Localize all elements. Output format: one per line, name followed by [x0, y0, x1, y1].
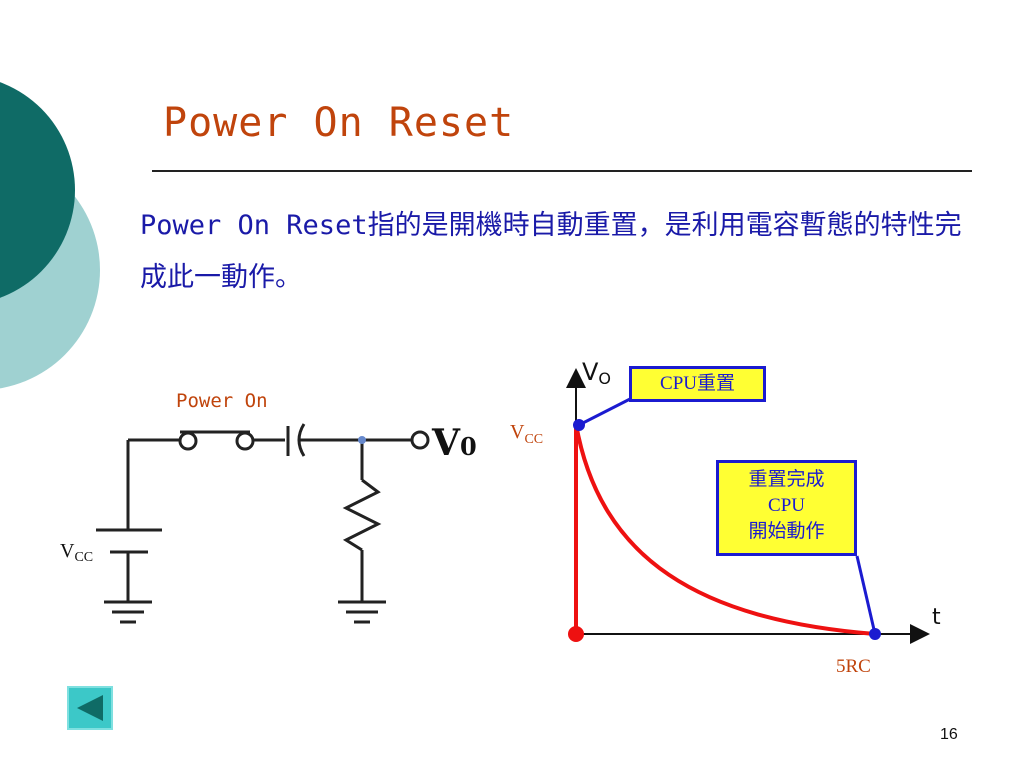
title-divider: [152, 170, 972, 172]
slide-title: Power On Reset: [163, 100, 515, 146]
back-button[interactable]: [67, 686, 113, 730]
output-label: V: [431, 422, 461, 464]
body-description: 指的是開機時自動重置，是利用電容暫態的特性完成此一動作。: [140, 210, 962, 293]
svg-text:VCC: VCC: [510, 421, 543, 447]
time-marker-label: 5RC: [836, 656, 871, 677]
body-text: Power On Reset指的是開機時自動重置，是利用電容暫態的特性完成此一動…: [140, 200, 970, 304]
svg-text:V0: V0: [431, 422, 477, 464]
svg-text:VCC: VCC: [60, 540, 93, 565]
callout-reset-done-line-1: 重置完成: [748, 469, 825, 490]
callout-reset-done-line-3: 開始動作: [748, 521, 825, 542]
back-triangle-icon: [77, 695, 103, 721]
callout-reset-done: 重置完成 CPU 開始動作: [716, 460, 857, 556]
callout-cpu-reset: CPU重置: [629, 366, 766, 402]
decay-curve: [574, 423, 876, 636]
output-label-sub: 0: [460, 432, 477, 461]
callout-reset-done-line-2: CPU: [768, 495, 805, 516]
x-axis-label: t: [932, 605, 941, 630]
body-term: Power On Reset: [140, 210, 368, 241]
decorative-circles: [0, 82, 100, 389]
vcc-label: V: [510, 421, 525, 443]
y-axis-label-sub: O: [598, 369, 611, 388]
supply-label-sub: CC: [74, 550, 93, 565]
callout-cpu-reset-text: CPU重置: [660, 373, 735, 394]
switch-label: Power On: [176, 390, 268, 412]
page-number: 16: [940, 726, 958, 743]
vcc-label-sub: CC: [524, 432, 543, 447]
supply-label: V: [60, 540, 75, 562]
origin-point: [568, 626, 584, 642]
svg-text:VO: VO: [582, 358, 611, 388]
callout-reset-pointer: [578, 396, 633, 427]
y-axis-label: V: [582, 358, 599, 386]
callout-done-pointer: [855, 555, 877, 635]
